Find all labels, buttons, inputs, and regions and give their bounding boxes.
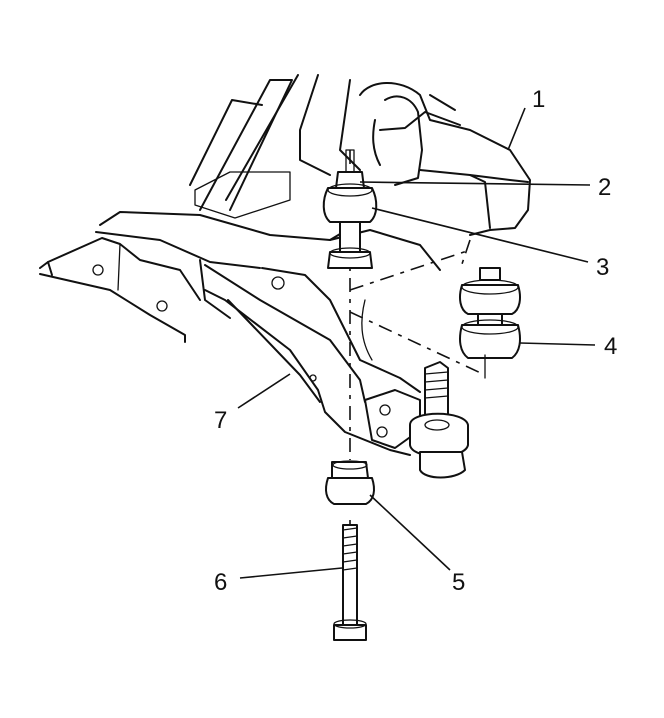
explode-lines: [349, 249, 486, 379]
callout-labels: 1 2 3 4 5 6 7: [214, 86, 617, 596]
callout-6: 6: [214, 569, 227, 596]
link-bolt: [342, 524, 358, 626]
bushing-assembly: [459, 239, 521, 359]
callout-1: 1: [532, 86, 545, 113]
leader-5: [369, 494, 451, 571]
leader-4: [519, 342, 596, 346]
leader-7: [237, 373, 291, 409]
lower-control-arm: [204, 229, 441, 456]
upper-insulator: [322, 187, 378, 223]
leader-lines: [237, 107, 596, 579]
knuckle-bracket: [359, 82, 531, 236]
link-hardware-stack: [322, 149, 378, 641]
leader-6: [239, 567, 343, 579]
link-nut: [335, 171, 365, 189]
callout-5: 5: [452, 569, 465, 596]
leader-2: [359, 181, 591, 186]
callout-7: 7: [214, 407, 227, 434]
ball-joint: [409, 361, 469, 479]
callout-2: 2: [598, 174, 611, 201]
callout-4: 4: [604, 333, 617, 360]
leader-3: [371, 207, 589, 263]
frame-crossmember: [39, 74, 361, 343]
leader-1: [507, 107, 526, 151]
callout-3: 3: [596, 254, 609, 281]
lower-insulator: [331, 461, 369, 479]
